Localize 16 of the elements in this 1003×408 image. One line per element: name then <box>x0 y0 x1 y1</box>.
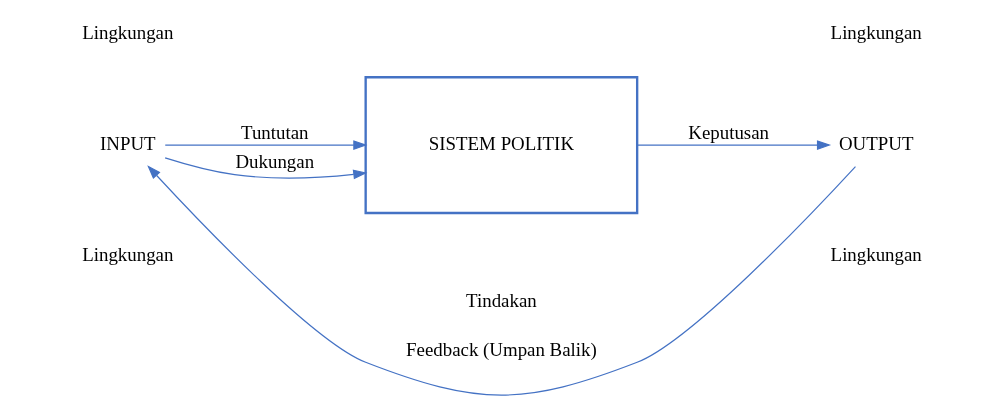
node-box: SISTEM POLITIK <box>364 76 638 215</box>
arrow <box>164 140 367 151</box>
arrow <box>146 165 856 396</box>
label: Lingkungan <box>81 21 173 43</box>
label: Lingkungan <box>81 243 173 265</box>
edge-label: Feedback (Umpan Balik) <box>405 339 597 361</box>
edge-label: Tuntutan <box>240 121 308 143</box>
arrow <box>636 140 831 151</box>
label: Lingkungan <box>830 243 922 265</box>
edge-label: Dukungan <box>234 151 314 173</box>
label: Lingkungan <box>830 21 922 43</box>
arrow <box>164 157 367 180</box>
node-text: OUTPUT <box>838 132 913 154</box>
label: Tindakan <box>465 289 537 311</box>
edge-label: Keputusan <box>687 121 769 143</box>
node-text: INPUT <box>99 132 156 154</box>
